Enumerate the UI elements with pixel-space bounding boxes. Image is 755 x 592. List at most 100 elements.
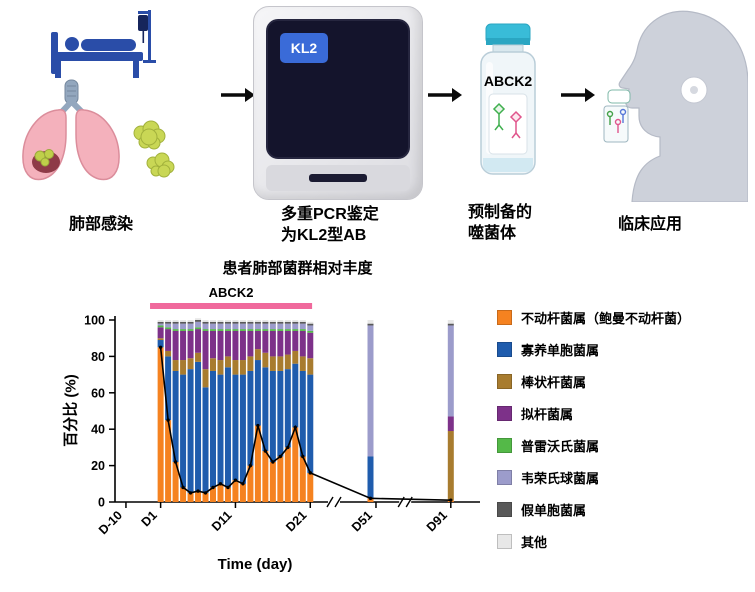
bar-segment xyxy=(217,321,224,324)
line-marker xyxy=(203,491,208,495)
bar-segment xyxy=(292,427,299,502)
infected-lungs-icon xyxy=(22,79,175,181)
treatment-duration-bar xyxy=(150,303,313,309)
y-tick-label: 20 xyxy=(91,459,105,473)
bar-segment xyxy=(217,323,224,330)
bar-segment xyxy=(284,354,291,370)
bar-segment xyxy=(307,330,314,333)
bar-segment xyxy=(187,492,194,502)
legend-label: 韦荣氏球菌属 xyxy=(521,471,600,486)
line-marker xyxy=(218,482,223,486)
bar-segment xyxy=(277,329,284,331)
bar-segment xyxy=(254,320,261,322)
bar-segment xyxy=(307,321,314,324)
bar-segment xyxy=(172,320,179,322)
bar-segment xyxy=(172,330,179,361)
bar-segment xyxy=(165,321,172,324)
bar-segment xyxy=(277,330,284,357)
phage-icon xyxy=(492,102,506,131)
bar-segment xyxy=(307,472,314,502)
bar-segment xyxy=(447,320,454,324)
bar-segment xyxy=(187,330,194,359)
bar-segment xyxy=(254,329,261,331)
legend-label: 拟杆菌属 xyxy=(521,407,574,422)
line-marker xyxy=(368,496,373,501)
legend-swatch xyxy=(497,470,512,485)
bar-segment xyxy=(262,321,269,324)
bar-segment xyxy=(292,329,299,331)
bar-segment xyxy=(262,323,269,330)
line-marker xyxy=(188,491,193,495)
bar-segment xyxy=(247,329,254,331)
bar-segment xyxy=(165,327,172,330)
line-marker xyxy=(158,345,163,349)
bar-segment xyxy=(202,323,209,330)
bar-segment xyxy=(277,356,284,371)
legend-item: 不动杆菌属（鲍曼不动杆菌） xyxy=(497,310,690,326)
pcr-screen: KL2 xyxy=(266,19,410,159)
legend-swatch xyxy=(497,310,512,325)
bar-segment xyxy=(292,321,299,324)
bar-segment xyxy=(187,321,194,324)
line-marker xyxy=(301,454,305,459)
line-marker xyxy=(233,478,238,482)
bar-segment xyxy=(232,329,239,331)
step-label-pcr-line1: 多重PCR鉴定 xyxy=(281,206,379,223)
bar-segment xyxy=(172,461,179,502)
bar-segment xyxy=(254,349,261,361)
y-tick-label: 80 xyxy=(91,350,105,364)
bar-segment xyxy=(217,330,224,361)
bar-segment xyxy=(202,369,209,388)
x-tick-label: D21 xyxy=(283,508,309,534)
bar-segment xyxy=(224,487,231,502)
line-marker xyxy=(248,463,253,468)
line-marker xyxy=(293,425,298,430)
bar-segment xyxy=(367,456,374,499)
bar-segment xyxy=(195,318,202,320)
bar-segment xyxy=(217,360,224,375)
bar-segment xyxy=(224,321,231,324)
bar-segment xyxy=(202,330,209,370)
bar-segment xyxy=(180,374,187,488)
legend-label: 棒状杆菌属 xyxy=(521,375,587,390)
bar-segment xyxy=(239,329,246,331)
line-marker xyxy=(263,449,268,453)
hospital-bed-icon xyxy=(51,10,156,78)
bar-segment xyxy=(180,321,187,324)
bar-segment xyxy=(157,327,164,339)
legend-item: 假单胞菌属 xyxy=(497,502,690,518)
phage-icon xyxy=(509,110,523,139)
legend-item: 棒状杆菌属 xyxy=(497,374,690,390)
bar-segment xyxy=(195,321,202,328)
bar-segment xyxy=(262,367,269,452)
bar-segment xyxy=(180,323,187,330)
bar-segment xyxy=(187,320,194,322)
bar-segment xyxy=(292,320,299,322)
line-marker xyxy=(226,485,230,490)
legend-label: 假单胞菌属 xyxy=(521,503,587,518)
bar-segment xyxy=(165,420,172,502)
line-marker xyxy=(449,498,453,502)
bar-segment xyxy=(210,330,217,359)
bar-segment xyxy=(269,330,276,357)
bar-segment xyxy=(210,321,217,324)
bar-segment xyxy=(202,329,209,331)
bar-segment xyxy=(202,321,209,324)
bar-segment xyxy=(447,323,454,326)
bar-segment xyxy=(187,369,194,493)
legend-swatch xyxy=(497,374,512,389)
bar-segment xyxy=(269,461,276,502)
line-marker xyxy=(278,454,283,459)
bar-segment xyxy=(187,329,194,331)
legend-swatch xyxy=(497,342,512,357)
y-tick-label: 0 xyxy=(98,496,105,510)
bar-segment xyxy=(254,330,261,350)
pcr-screen-label: KL2 xyxy=(280,33,328,63)
bar-segment xyxy=(239,321,246,324)
bar-segment xyxy=(210,329,217,331)
bar-segment xyxy=(284,320,291,322)
bar-segment xyxy=(299,320,306,322)
line-marker xyxy=(241,482,245,486)
bar-segment xyxy=(187,323,194,330)
x-axis-label: Time (day) xyxy=(217,556,293,573)
